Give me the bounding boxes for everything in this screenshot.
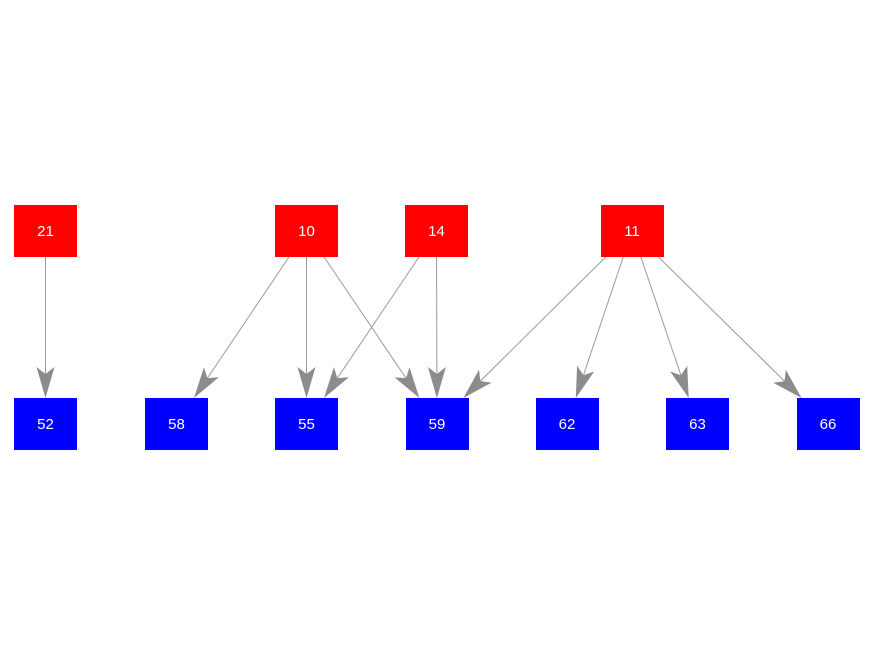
arrowhead-21-52	[36, 367, 55, 398]
edge-11-63	[640, 256, 687, 392]
arrowhead-11-59	[463, 369, 492, 398]
graph-node-62: 62	[535, 398, 599, 450]
edge-10-58	[197, 256, 290, 393]
graph-node-63: 63	[666, 398, 729, 450]
node-label-62: 62	[558, 415, 576, 433]
node-label-55: 55	[298, 415, 315, 433]
node-label-14: 14	[428, 222, 445, 240]
graph-node-55: 55	[275, 398, 338, 450]
node-label-10: 10	[298, 222, 315, 240]
node-label-11: 11	[624, 222, 640, 240]
graph-node-21: 21	[14, 205, 77, 257]
edge-11-59	[467, 256, 607, 394]
node-label-63: 63	[689, 415, 706, 433]
graph-node-11: 11	[600, 205, 664, 257]
arrowhead-14-55	[324, 367, 349, 398]
arrowhead-14-59	[427, 367, 446, 398]
graph-node-66: 66	[796, 398, 860, 450]
edge-11-66	[658, 256, 797, 394]
node-label-58: 58	[168, 415, 185, 433]
edge-10-59	[323, 256, 416, 393]
edge-14-55	[327, 256, 420, 393]
node-label-21: 21	[37, 222, 54, 240]
graph-node-59: 59	[405, 398, 469, 450]
node-label-66: 66	[819, 415, 837, 433]
edge-11-62	[577, 256, 624, 392]
graph-node-14: 14	[405, 205, 468, 257]
graph-node-58: 58	[145, 398, 208, 450]
graph-node-52: 52	[14, 398, 77, 450]
node-label-59: 59	[428, 415, 446, 433]
arrowhead-10-58	[194, 367, 219, 398]
arrowhead-11-62	[575, 365, 595, 398]
arrowhead-10-59	[394, 367, 420, 398]
arrowhead-11-66	[773, 369, 802, 398]
arrowhead-11-63	[670, 365, 689, 398]
arrowhead-10-55	[297, 367, 316, 398]
node-label-52: 52	[37, 415, 54, 433]
graph-node-10: 10	[275, 205, 338, 257]
